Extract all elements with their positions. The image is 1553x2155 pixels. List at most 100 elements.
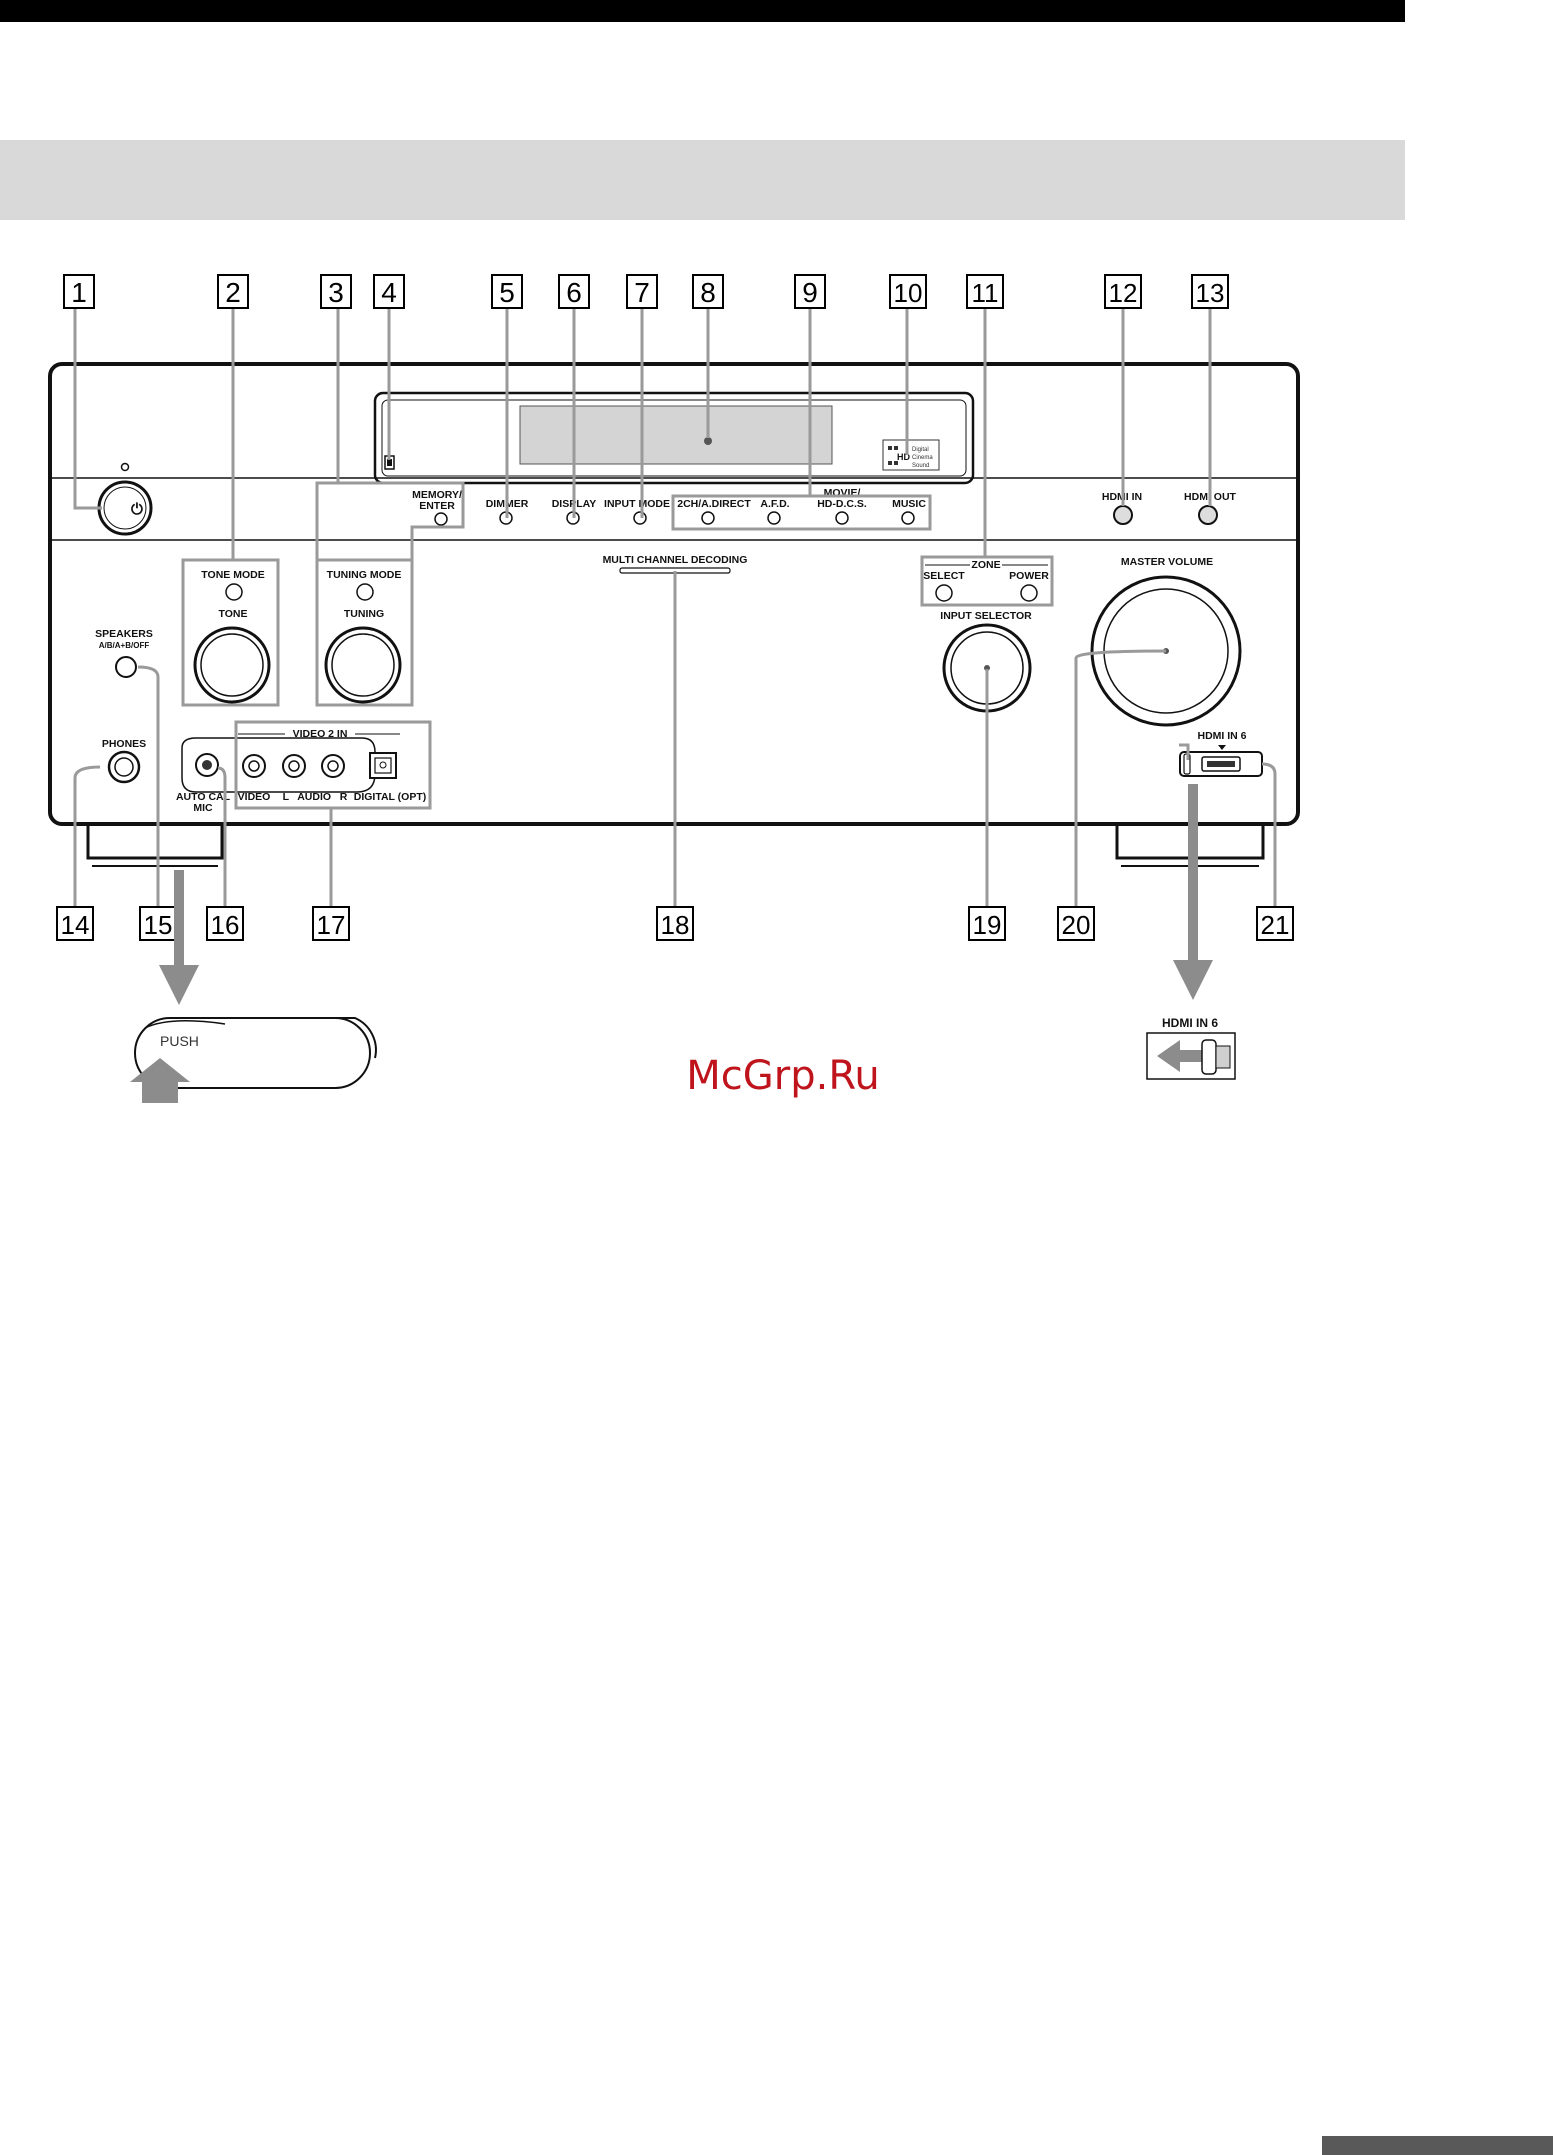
- svg-text:TUNING MODE: TUNING MODE: [327, 569, 402, 581]
- hdmi-out-button[interactable]: HDMI OUT: [1184, 491, 1237, 525]
- callout-17: 17: [312, 906, 350, 941]
- hdmi-door-inset: HDMI IN 6: [1146, 784, 1236, 1080]
- auto-cal-label: AUTO CAL: [176, 791, 231, 803]
- callout-12: 12: [1104, 274, 1142, 309]
- zone-label: ZONE: [971, 559, 1000, 571]
- digital-optical-jack[interactable]: [369, 752, 397, 779]
- audio-label: L AUDIO R: [283, 791, 348, 803]
- callout-11: 11: [966, 274, 1004, 309]
- input-mode-button[interactable]: INPUT MODE: [604, 498, 670, 525]
- music-button[interactable]: MUSIC: [892, 498, 926, 525]
- svg-text:MEMORY/: MEMORY/: [412, 489, 462, 501]
- tone-knob[interactable]: [193, 626, 271, 704]
- top-black-bar: [0, 0, 1405, 22]
- callout-9: 9: [794, 274, 826, 309]
- movie-hd-dcs-button[interactable]: MOVIE/ HD-D.C.S.: [817, 487, 867, 525]
- svg-text:20: 20: [1062, 910, 1091, 940]
- video-label: VIDEO: [238, 791, 271, 803]
- svg-text:A.F.D.: A.F.D.: [760, 498, 789, 510]
- callout-8: 8: [692, 274, 724, 309]
- callout-10: 10: [889, 274, 927, 309]
- svg-text:1: 1: [71, 277, 87, 308]
- callout-4: 4: [373, 274, 405, 309]
- phones-label: PHONES: [102, 738, 146, 750]
- svg-text:5: 5: [499, 277, 515, 308]
- svg-text:11: 11: [972, 278, 999, 308]
- svg-text:21: 21: [1261, 910, 1290, 940]
- callout-19: 19: [968, 906, 1006, 941]
- hdmi-in6-label: HDMI IN 6: [1197, 730, 1246, 742]
- auto-cal-mic-jack[interactable]: [195, 753, 219, 777]
- input-selector-label: INPUT SELECTOR: [940, 610, 1032, 622]
- callout-2: 2: [217, 274, 249, 309]
- push-label: PUSH: [160, 1033, 199, 1049]
- page-corner-tab: [1322, 2136, 1553, 2155]
- memory-enter-button[interactable]: MEMORY/ ENTER: [412, 489, 462, 526]
- svg-text:4: 4: [381, 277, 397, 308]
- master-volume-label: MASTER VOLUME: [1121, 556, 1213, 568]
- video-jack[interactable]: [242, 754, 266, 778]
- speakers-label: SPEAKERS: [95, 628, 153, 640]
- power-button[interactable]: ⏻: [97, 462, 153, 536]
- zone-section: ZONE: [925, 559, 1048, 571]
- svg-text:8: 8: [700, 277, 716, 308]
- callout-15: 15: [139, 906, 177, 941]
- tuning-label: TUNING: [344, 608, 384, 620]
- zone-power-button[interactable]: POWER: [1009, 570, 1049, 602]
- callout-numbers: 1 2 3 4 5 6 7 8 9 10 11 12 13 14 15 16 1…: [56, 274, 1294, 941]
- audio-right-jack[interactable]: [321, 754, 345, 778]
- display-window: HD Digital Cinema Sound: [373, 391, 975, 485]
- video2-in-label: VIDEO 2 IN: [293, 728, 348, 740]
- svg-text:2: 2: [225, 277, 241, 308]
- power-icon: ⏻: [131, 501, 143, 518]
- svg-text:13: 13: [1196, 278, 1225, 308]
- afd-button[interactable]: A.F.D.: [760, 498, 790, 525]
- callout-13: 13: [1191, 274, 1229, 309]
- hd-logo: HD: [897, 452, 910, 462]
- callout-5: 5: [491, 274, 523, 309]
- tone-label: TONE: [219, 608, 248, 620]
- tuning-knob[interactable]: [324, 626, 402, 704]
- svg-text:ENTER: ENTER: [419, 500, 455, 512]
- hdmi-in6-port[interactable]: [1179, 745, 1263, 777]
- push-door-inset: PUSH: [130, 870, 377, 1103]
- watermark: McGrp.Ru: [686, 1053, 879, 1099]
- callout-7: 7: [626, 274, 658, 309]
- two-ch-direct-button[interactable]: 2CH/A.DIRECT: [677, 498, 751, 525]
- speakers-sub-label: A/B/A+B/OFF: [99, 641, 150, 650]
- audio-left-jack[interactable]: [282, 754, 306, 778]
- svg-text:INPUT MODE: INPUT MODE: [604, 498, 670, 510]
- callout-1: 1: [63, 274, 95, 309]
- svg-text:MUSIC: MUSIC: [892, 498, 926, 510]
- phones-jack[interactable]: [107, 750, 141, 784]
- svg-text:9: 9: [802, 277, 818, 308]
- hd-logo-line1: Digital: [912, 447, 929, 453]
- svg-text:MULTI CHANNEL DECODING: MULTI CHANNEL DECODING: [603, 554, 748, 566]
- speakers-button[interactable]: [115, 656, 137, 678]
- svg-text:15: 15: [144, 910, 173, 940]
- hdmi-inset-label: HDMI IN 6: [1162, 1016, 1218, 1030]
- hd-dcs-logo-icon: [882, 439, 940, 471]
- tuning-mode-button[interactable]: TUNING MODE: [327, 569, 402, 601]
- callout-leaders: [73, 308, 1277, 907]
- svg-text:2CH/A.DIRECT: 2CH/A.DIRECT: [677, 498, 751, 510]
- svg-text:18: 18: [661, 910, 690, 940]
- callout-14: 14: [56, 906, 94, 941]
- zone-select-button[interactable]: SELECT: [923, 570, 965, 602]
- svg-text:17: 17: [317, 910, 346, 940]
- mic-label: MIC: [193, 802, 213, 814]
- hd-logo-line2: Cinema: [912, 455, 933, 461]
- svg-text:SELECT: SELECT: [923, 570, 965, 582]
- callout-20: 20: [1057, 906, 1095, 941]
- svg-text:POWER: POWER: [1009, 570, 1049, 582]
- svg-text:6: 6: [566, 277, 582, 308]
- multi-channel-decoding-indicator: MULTI CHANNEL DECODING: [603, 554, 748, 574]
- svg-text:19: 19: [973, 910, 1002, 940]
- digital-opt-label: DIGITAL (OPT): [354, 791, 427, 803]
- receiver-body: [48, 362, 1300, 867]
- tone-mode-button[interactable]: TONE MODE: [201, 569, 265, 601]
- svg-text:14: 14: [61, 910, 90, 940]
- callout-3: 3: [320, 274, 352, 309]
- callout-6: 6: [558, 274, 590, 309]
